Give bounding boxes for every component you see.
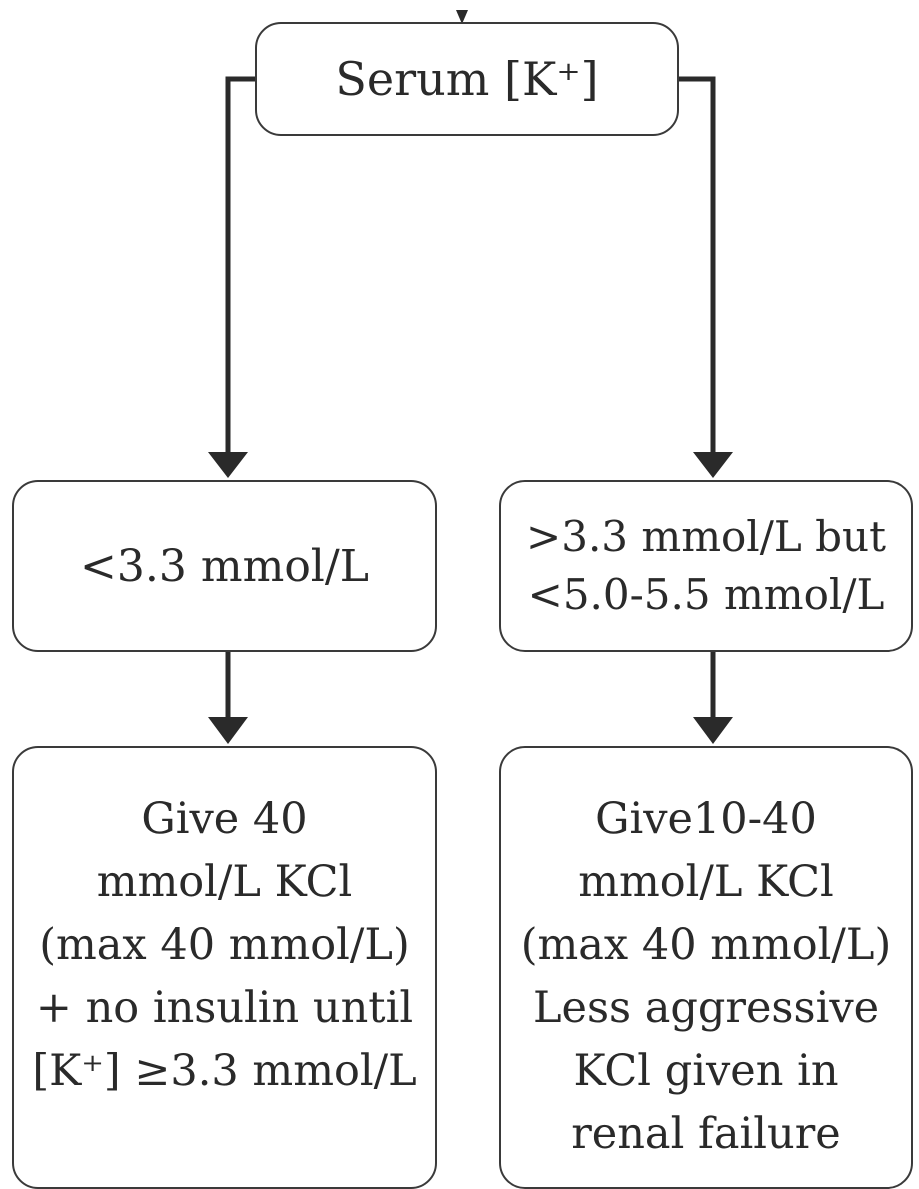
arrowhead-right-down [693, 717, 733, 744]
connector-left-branch [225, 76, 255, 456]
node-text-line-1: >3.3 mmol/L but [526, 512, 886, 561]
node-text: <3.3 mmol/L [80, 540, 369, 592]
arrowhead-left-down [208, 717, 248, 744]
node-low-potassium-treatment: Give 40 mmol/L KCl (max 40 mmol/L) + no … [12, 746, 437, 1189]
node-text-line-2: mmol/L KCl [96, 857, 353, 907]
incoming-arrow [456, 10, 468, 24]
node-text-line-5: [K⁺] ≥3.3 mmol/L [32, 1046, 417, 1096]
arrowhead-left-branch [208, 452, 248, 478]
node-text-line-4: Less aggressive [532, 983, 880, 1033]
node-text-line-4: + no insulin until [35, 983, 414, 1033]
arrowhead-right-branch [693, 452, 733, 478]
node-text-line-6: renal failure [571, 1109, 841, 1159]
node-normal-potassium: >3.3 mmol/L but <5.0-5.5 mmol/L [499, 480, 913, 652]
node-serum-potassium: Serum [K⁺] [255, 22, 679, 136]
node-text-line-2: <5.0-5.5 mmol/L [527, 570, 885, 619]
node-text-line-3: (max 40 mmol/L) [39, 920, 410, 970]
node-text-line-3: (max 40 mmol/L) [520, 920, 892, 970]
node-text: Serum [K⁺] [335, 52, 599, 106]
node-text-line-1: Give10-40 [595, 794, 817, 844]
connector-right-branch [679, 76, 716, 456]
node-text-line-1: Give 40 [141, 794, 308, 844]
node-text-line-2: mmol/L KCl [578, 857, 834, 907]
node-text-line-5: KCl given in [573, 1046, 839, 1096]
node-low-potassium: <3.3 mmol/L [12, 480, 437, 652]
node-normal-potassium-treatment: Give10-40 mmol/L KCl (max 40 mmol/L) Les… [499, 746, 913, 1189]
